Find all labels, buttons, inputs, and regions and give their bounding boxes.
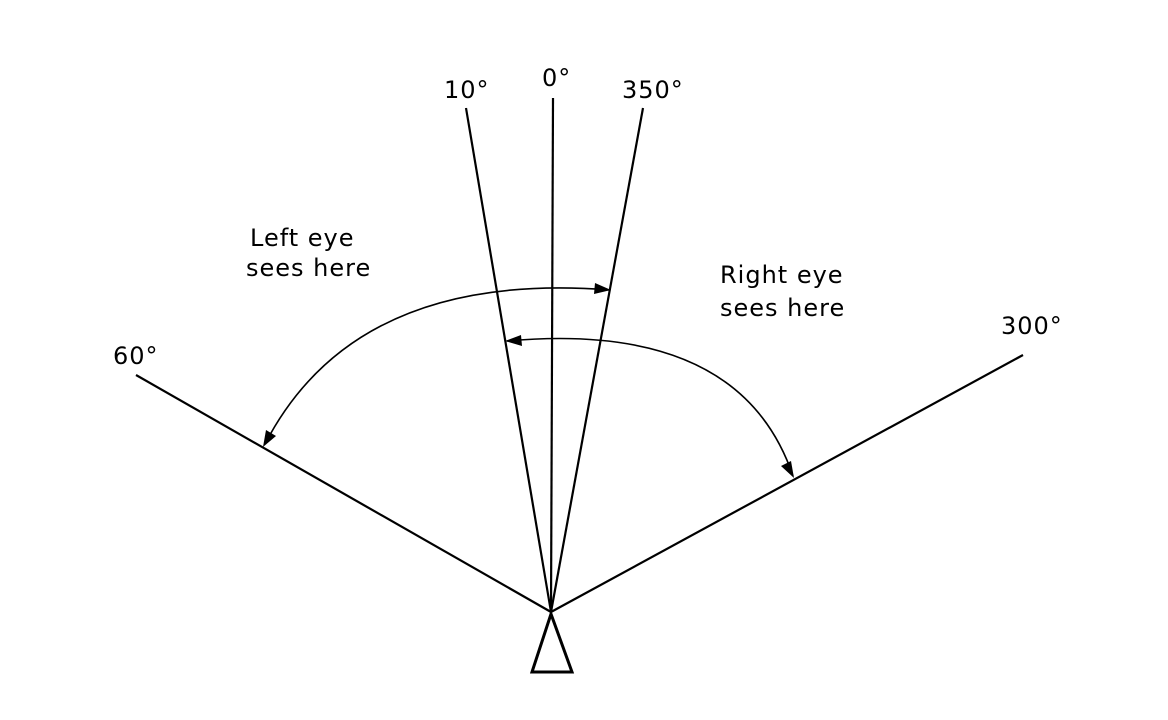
ray-60-degrees (135, 374, 552, 613)
right-eye-arrowhead-10 (505, 335, 522, 346)
ray-10-degrees (464, 107, 553, 613)
ray-label-0: 0° (542, 64, 571, 92)
ray-300-degrees (550, 354, 1024, 613)
ray-label-300: 300° (1001, 312, 1063, 340)
right-eye-arrowhead-300 (781, 461, 794, 478)
ray-350-degrees (549, 107, 645, 613)
observer-triangle (529, 609, 575, 674)
ray-label-350: 350° (622, 76, 684, 104)
right-eye-label-line1: Right eye (720, 261, 844, 289)
left-eye-label-line1: Left eye (250, 224, 355, 252)
ray-label-60: 60° (113, 342, 159, 370)
right-eye-arc (506, 337, 794, 477)
left-eye-arc (264, 287, 611, 445)
right-eye-label-line2: sees here (720, 294, 845, 322)
left-eye-arrowhead-60 (263, 430, 276, 447)
left-eye-arrowhead-350 (594, 283, 611, 294)
left-eye-label-line2: sees here (246, 254, 371, 282)
ray-0-degrees (549, 97, 555, 613)
ray-label-10: 10° (444, 76, 490, 104)
